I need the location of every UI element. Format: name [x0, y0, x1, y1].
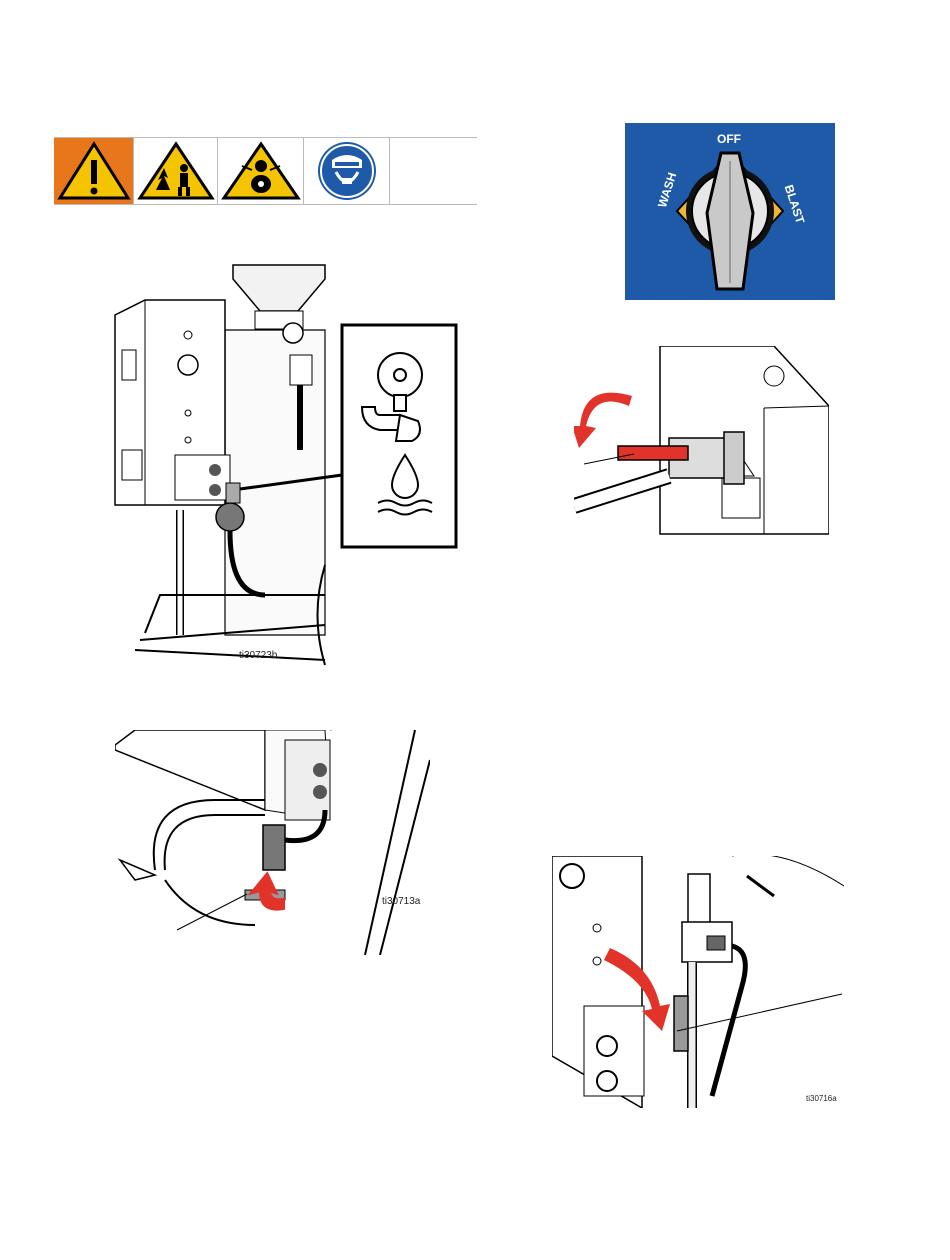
- lever-figure: ti30716a: [552, 856, 844, 1108]
- explosion-hazard-icon: [134, 138, 218, 204]
- skin-injection-hazard-icon: [218, 138, 304, 204]
- drain-valve-figure: ti30723b: [100, 255, 462, 675]
- selector-dial-panel: OFF WASH BLAST: [625, 123, 835, 300]
- eye-protection-icon: [304, 138, 390, 204]
- empty-symbol-cell: [390, 138, 477, 204]
- lower-valve-figure: ti30713a: [115, 730, 430, 955]
- general-warning-icon: [54, 138, 134, 204]
- dial-off-label: OFF: [717, 132, 741, 146]
- lever-figure-id: ti30716a: [806, 1094, 837, 1103]
- ball-valve-figure: [574, 346, 829, 536]
- valve-figure-id: ti30713a: [382, 896, 420, 907]
- hazard-symbol-strip: [54, 137, 477, 205]
- drain-figure-id: ti30723b: [239, 650, 277, 661]
